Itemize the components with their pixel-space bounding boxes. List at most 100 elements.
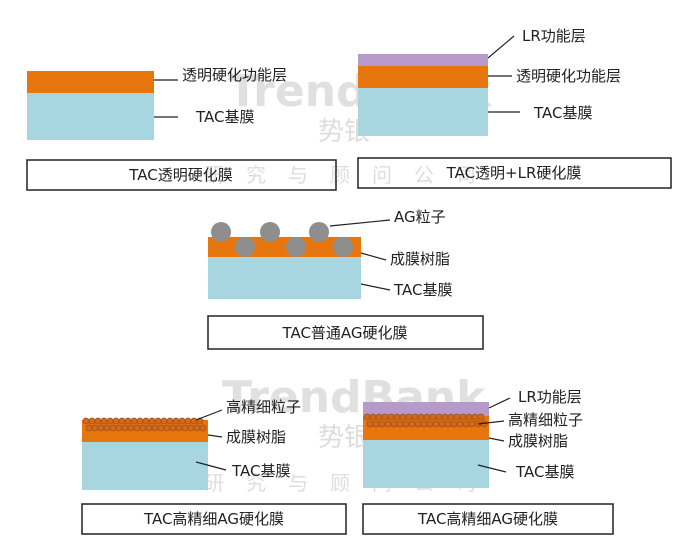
fine-particle bbox=[369, 413, 377, 421]
fine-particle bbox=[139, 424, 147, 432]
watermark-sub-top: 研究与顾问公司 bbox=[204, 163, 498, 187]
fine-particle bbox=[453, 413, 461, 421]
fine-particle bbox=[118, 417, 126, 425]
fine-particle bbox=[85, 424, 93, 432]
ag-particle bbox=[333, 237, 353, 257]
fine-particle bbox=[477, 413, 485, 421]
tac-base-layer bbox=[358, 88, 488, 136]
label-resin: 成膜树脂 bbox=[390, 250, 450, 268]
fine-particle bbox=[393, 413, 401, 421]
fine-particle bbox=[411, 413, 419, 421]
fine-particle bbox=[417, 413, 425, 421]
caption-box bbox=[26, 159, 337, 191]
fine-particle bbox=[378, 420, 386, 428]
functional-layer bbox=[27, 71, 154, 93]
label-lr-layer: LR功能层 bbox=[522, 27, 586, 45]
tac-base-layer bbox=[27, 93, 154, 140]
ag-particle bbox=[286, 237, 306, 257]
fine-particle bbox=[462, 420, 470, 428]
label-functional-layer: 透明硬化功能层 bbox=[182, 66, 287, 84]
fine-particle bbox=[405, 413, 413, 421]
fine-particle bbox=[384, 420, 392, 428]
fine-particle bbox=[115, 424, 123, 432]
functional-layer bbox=[358, 66, 488, 88]
fine-particle bbox=[127, 424, 135, 432]
ag-particle bbox=[309, 222, 329, 242]
label-resin: 成膜树脂 bbox=[226, 428, 286, 446]
fine-particle bbox=[124, 417, 132, 425]
fine-particle bbox=[420, 420, 428, 428]
fine-particle bbox=[151, 424, 159, 432]
fine-particle bbox=[456, 420, 464, 428]
fine-particle bbox=[459, 413, 467, 421]
fine-particle bbox=[100, 417, 108, 425]
lr-layer bbox=[358, 54, 488, 66]
caption: TAC透明硬化膜 bbox=[128, 166, 232, 184]
panel-tac-transparent-lr-hard-film: LR功能层 透明硬化功能层 TAC基膜 TAC透明+LR硬化膜 bbox=[357, 27, 672, 189]
caption-box bbox=[357, 157, 672, 189]
fine-particle bbox=[112, 417, 120, 425]
fine-particle bbox=[402, 420, 410, 428]
fine-particle bbox=[169, 424, 177, 432]
tac-base-layer bbox=[363, 440, 489, 488]
fine-particle bbox=[181, 424, 189, 432]
ag-particle-group bbox=[211, 222, 353, 257]
caption: TAC高精细AG硬化膜 bbox=[417, 510, 558, 528]
label-ag-particles: AG粒子 bbox=[394, 208, 446, 226]
fine-particle bbox=[166, 417, 174, 425]
fine-particle bbox=[372, 420, 380, 428]
fine-particle bbox=[435, 413, 443, 421]
fine-particle bbox=[408, 420, 416, 428]
caption: TAC透明+LR硬化膜 bbox=[446, 164, 582, 182]
fine-particle-group bbox=[363, 413, 488, 428]
fine-particle bbox=[97, 424, 105, 432]
caption-box bbox=[362, 503, 614, 535]
fine-particle bbox=[148, 417, 156, 425]
fine-particle bbox=[187, 424, 195, 432]
ag-particle bbox=[211, 222, 231, 242]
fine-particle bbox=[390, 420, 398, 428]
watermark-name-bottom: 势银 bbox=[318, 423, 370, 453]
label-tac-base: TAC基膜 bbox=[393, 281, 452, 299]
fine-particle bbox=[130, 417, 138, 425]
fine-particle bbox=[103, 424, 111, 432]
tac-base-layer bbox=[208, 257, 361, 299]
fine-particle bbox=[387, 413, 395, 421]
fine-particle bbox=[157, 424, 165, 432]
fine-particle bbox=[414, 420, 422, 428]
fine-particle bbox=[432, 420, 440, 428]
fine-particle bbox=[465, 413, 473, 421]
fine-particle bbox=[142, 417, 150, 425]
fine-particle bbox=[163, 424, 171, 432]
fine-particle bbox=[175, 424, 183, 432]
panel-tac-fine-ag-hard-film-left: 高精细粒子 成膜树脂 TAC基膜 TAC高精细AG硬化膜 bbox=[81, 398, 347, 535]
fine-particle bbox=[178, 417, 186, 425]
fine-particle bbox=[91, 424, 99, 432]
label-tac-base: TAC基膜 bbox=[195, 108, 254, 126]
fine-particle bbox=[145, 424, 153, 432]
fine-particle bbox=[109, 424, 117, 432]
fine-particle bbox=[399, 413, 407, 421]
fine-particle bbox=[363, 413, 371, 421]
label-resin: 成膜树脂 bbox=[508, 432, 568, 450]
fine-particle bbox=[172, 417, 180, 425]
label-fine-particles: 高精细粒子 bbox=[508, 411, 583, 429]
fine-particle bbox=[450, 420, 458, 428]
fine-particle bbox=[193, 424, 201, 432]
fine-particle bbox=[426, 420, 434, 428]
label-tac-base: TAC基膜 bbox=[533, 104, 592, 122]
panel-tac-fine-ag-hard-film-right: LR功能层 高精细粒子 成膜树脂 TAC基膜 TAC高精细AG硬化膜 bbox=[362, 388, 614, 535]
caption-box bbox=[81, 503, 347, 535]
ag-particle bbox=[260, 222, 280, 242]
fine-particle bbox=[88, 417, 96, 425]
panel-tac-transparent-hard-film: 透明硬化功能层 TAC基膜 TAC透明硬化膜 bbox=[26, 66, 337, 191]
fine-particle-group bbox=[82, 417, 207, 432]
ag-particle bbox=[235, 237, 255, 257]
fine-particle bbox=[199, 424, 207, 432]
fine-particle bbox=[423, 413, 431, 421]
fine-particle bbox=[106, 417, 114, 425]
fine-particle bbox=[154, 417, 162, 425]
panel-tac-normal-ag-hard-film: AG粒子 成膜树脂 TAC基膜 TAC普通AG硬化膜 bbox=[207, 208, 484, 350]
fine-particle bbox=[121, 424, 129, 432]
